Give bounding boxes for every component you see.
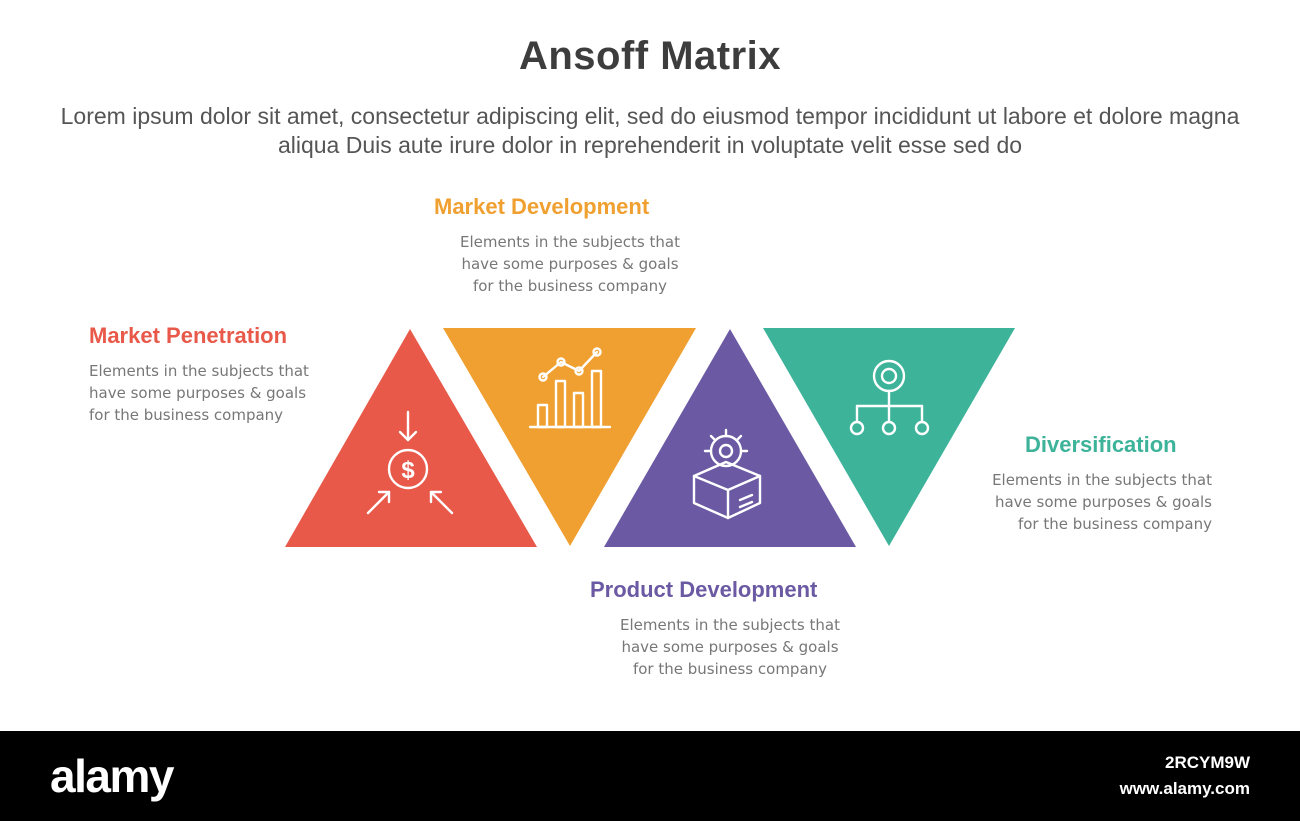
- product-development-triangle: [604, 329, 856, 547]
- product-development-description: Elements in the subjects that have some …: [620, 616, 840, 678]
- market-penetration-label: Market Penetration: [89, 323, 288, 348]
- market-development-triangle: [443, 328, 696, 546]
- watermark-footer: alamy 2RCYM9W www.alamy.com: [0, 731, 1300, 821]
- market-development-description: Elements in the subjects that have some …: [460, 233, 680, 295]
- market-penetration-description: Elements in the subjects that have some …: [89, 362, 309, 424]
- product-development-label: Product Development: [590, 577, 818, 602]
- diversification-label: Diversification: [1025, 432, 1177, 457]
- diversification-triangle: [763, 328, 1015, 546]
- diversification-description: Elements in the subjects that have some …: [992, 471, 1212, 533]
- box-gear-icon: [692, 428, 762, 520]
- market-development-label: Market Development: [434, 194, 650, 219]
- triangle-diagram: $: [285, 328, 1015, 547]
- infographic-canvas: Ansoff Matrix Lorem ipsum dolor sit amet…: [60, 34, 1240, 678]
- image-id: 2RCYM9W: [1164, 753, 1250, 772]
- svg-text:$: $: [401, 457, 415, 484]
- dollar-target-icon: $: [366, 410, 454, 515]
- page-title: Ansoff Matrix: [518, 34, 782, 78]
- site-url: www.alamy.com: [1119, 779, 1250, 798]
- brand-logo: alamy: [50, 750, 174, 802]
- page-subtitle: Lorem ipsum dolor sit amet, consectetur …: [60, 103, 1240, 158]
- hierarchy-icon: [849, 359, 930, 436]
- growth-chart-icon: [528, 347, 612, 429]
